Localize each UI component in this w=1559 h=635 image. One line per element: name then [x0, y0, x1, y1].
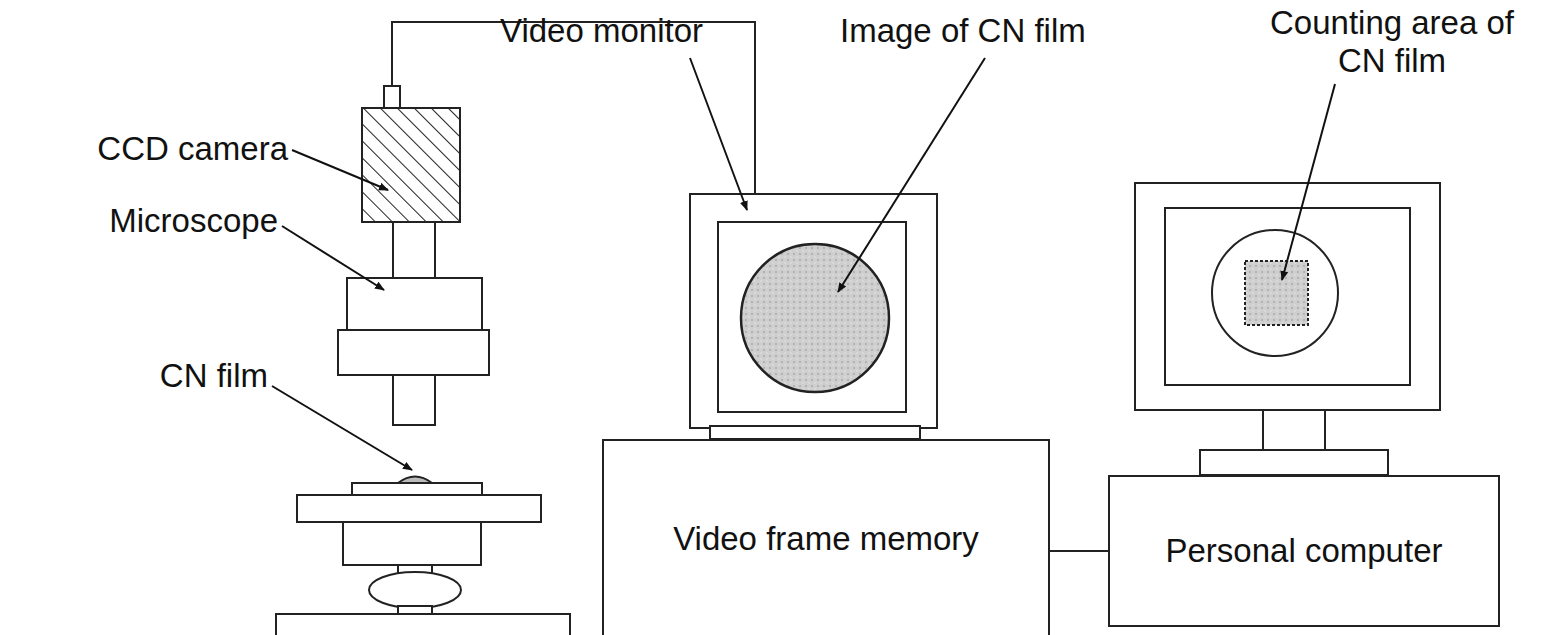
box-label: Personal computer	[1166, 532, 1443, 570]
pc-screen	[1165, 208, 1410, 385]
condenser-lens	[369, 572, 461, 608]
microscope-head	[338, 330, 489, 375]
camera-connector	[384, 86, 400, 108]
stand-post	[398, 606, 432, 614]
callout-label: Image of CN film	[840, 12, 1086, 50]
device-box: Personal computer	[1108, 475, 1500, 627]
callout-label: Video monitor	[500, 12, 703, 50]
stage	[297, 495, 541, 522]
microscope-body	[347, 278, 482, 330]
leader-line	[1282, 84, 1335, 280]
connection-line	[1050, 550, 1108, 552]
pc-monitor-base	[1200, 450, 1388, 475]
callout-label: Microscope	[109, 202, 278, 240]
stage-block	[343, 522, 481, 565]
leader-line	[272, 386, 412, 470]
microscope-tube	[393, 222, 435, 278]
callout-label: CCD camera	[97, 130, 288, 168]
monitor-screen	[718, 222, 906, 412]
pc-monitor-neck	[1263, 410, 1325, 450]
pc-monitor	[1135, 183, 1440, 410]
device-box: Video frame memory	[602, 439, 1050, 635]
microscope-base	[276, 614, 570, 635]
box-label: Video frame memory	[673, 520, 979, 558]
leader-line	[690, 58, 747, 210]
ccd-camera	[362, 108, 460, 222]
leader-line	[838, 58, 985, 292]
film-slide	[352, 483, 482, 495]
objective-lens	[393, 375, 435, 425]
leader-line	[282, 226, 384, 290]
monitor-foot	[710, 426, 920, 439]
field-of-view	[1212, 230, 1338, 356]
callout-label: CN film	[160, 357, 268, 395]
leader-line	[292, 150, 388, 190]
video-monitor	[690, 194, 937, 428]
callout-label: Counting area of CN film	[1261, 4, 1523, 80]
counting-area	[1245, 261, 1308, 325]
cn-film-image	[741, 244, 889, 392]
